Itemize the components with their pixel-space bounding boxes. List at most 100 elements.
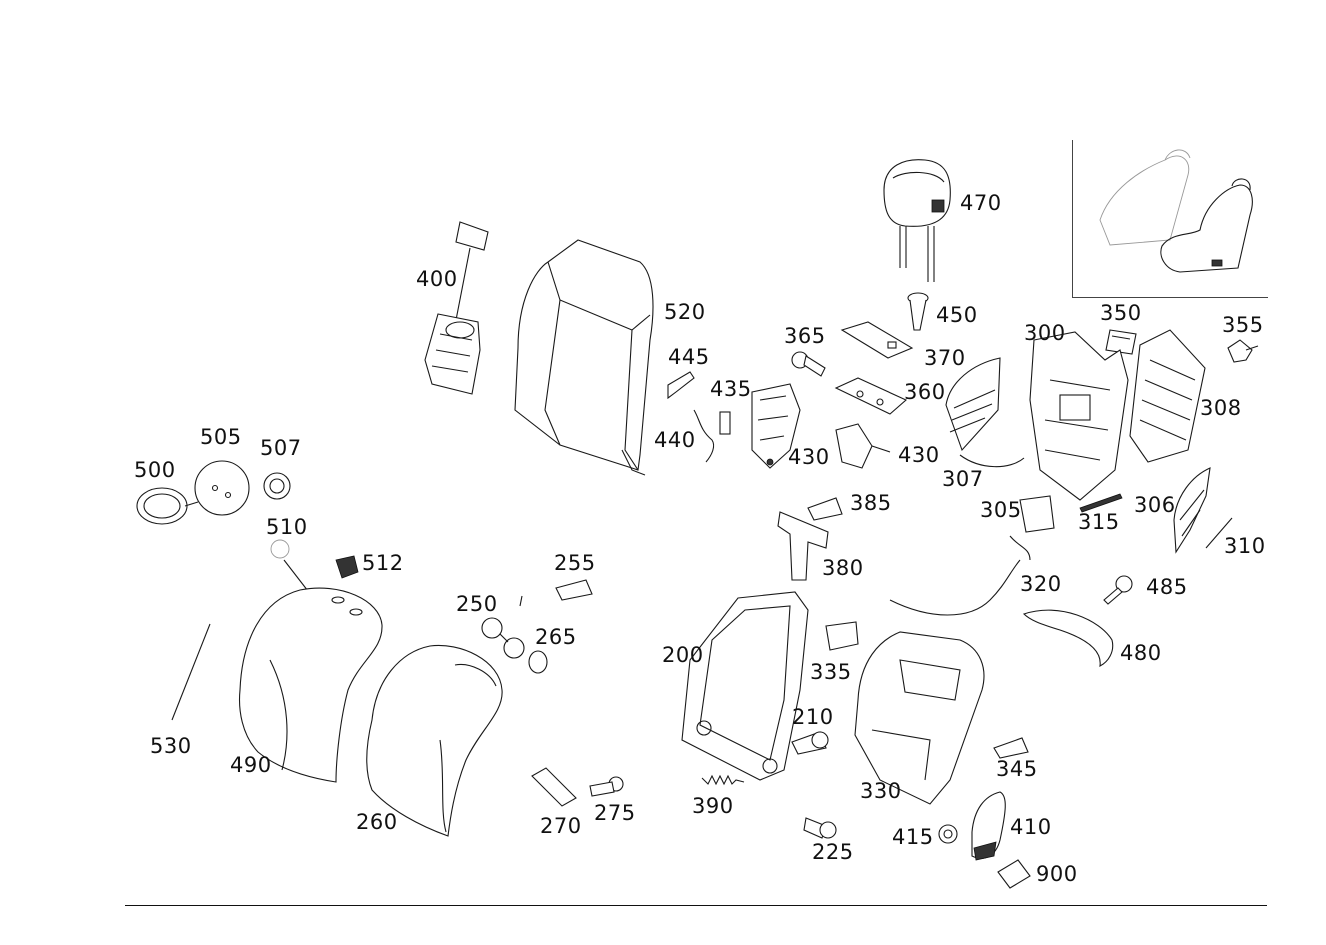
part-label[interactable]: 320 — [1020, 572, 1062, 596]
adjuster-bracket-part[interactable] — [835, 423, 891, 469]
part-label[interactable]: 350 — [1100, 301, 1142, 325]
side-cover-part[interactable] — [945, 357, 1025, 468]
part-label[interactable]: 310 — [1224, 534, 1266, 558]
seat-overview-thumbnail — [1099, 149, 1253, 273]
nut-part[interactable] — [938, 824, 958, 844]
backrest-cushion-part[interactable] — [366, 644, 503, 837]
screw-part[interactable] — [589, 776, 624, 797]
part-label[interactable]: 380 — [822, 556, 864, 580]
label-sticker-part[interactable] — [997, 859, 1031, 889]
part-label[interactable]: 520 — [664, 300, 706, 324]
part-label[interactable]: 490 — [230, 753, 272, 777]
backrest-shell-part[interactable] — [854, 631, 985, 805]
part-label[interactable]: 400 — [416, 267, 458, 291]
part-label[interactable]: 300 — [1024, 321, 1066, 345]
part-label[interactable]: 485 — [1146, 575, 1188, 599]
part-label[interactable]: 365 — [784, 324, 826, 348]
part-label[interactable]: 435 — [710, 377, 752, 401]
part-label[interactable]: 445 — [668, 345, 710, 369]
bolt-part[interactable] — [791, 731, 829, 755]
part-label[interactable]: 355 — [1222, 313, 1264, 337]
cable-part[interactable] — [693, 409, 731, 463]
headrest-part[interactable] — [883, 159, 951, 282]
part-label[interactable]: 210 — [792, 705, 834, 729]
part-label[interactable]: 505 — [200, 425, 242, 449]
part-label[interactable]: 270 — [540, 814, 582, 838]
part-label[interactable]: 255 — [554, 551, 596, 575]
part-label[interactable]: 370 — [924, 346, 966, 370]
bolt-part[interactable] — [791, 351, 826, 377]
lumbar-support-part[interactable] — [424, 221, 489, 395]
part-label[interactable]: 430 — [898, 443, 940, 467]
part-label[interactable]: 330 — [860, 779, 902, 803]
part-label[interactable]: 250 — [456, 592, 498, 616]
backrest-cover-part[interactable] — [514, 239, 654, 476]
part-label[interactable]: 385 — [850, 491, 892, 515]
part-label[interactable]: 275 — [594, 801, 636, 825]
part-label[interactable]: 225 — [812, 840, 854, 864]
cover-strip-part[interactable] — [531, 767, 577, 807]
drive-motor-part[interactable] — [481, 595, 525, 659]
wire-part[interactable] — [1205, 517, 1233, 549]
part-label[interactable]: 265 — [535, 625, 577, 649]
part-label[interactable]: 360 — [904, 380, 946, 404]
bracket-part[interactable] — [667, 371, 695, 400]
headrest-guide-part[interactable] — [907, 292, 929, 331]
part-label[interactable]: 200 — [662, 643, 704, 667]
ring-frame-part[interactable] — [136, 487, 199, 525]
screw-part[interactable] — [993, 737, 1029, 759]
part-label[interactable]: 507 — [260, 436, 302, 460]
control-module-part[interactable] — [1105, 329, 1137, 355]
gear-ring-part[interactable] — [263, 472, 291, 500]
part-label[interactable]: 307 — [942, 467, 984, 491]
rod-part[interactable] — [171, 623, 211, 721]
mounting-bracket-part[interactable] — [777, 511, 829, 581]
part-label[interactable]: 440 — [654, 428, 696, 452]
trim-strip-part[interactable] — [1079, 493, 1123, 513]
part-label[interactable]: 260 — [356, 810, 398, 834]
mounting-plate-part[interactable] — [834, 377, 908, 415]
part-label[interactable]: 315 — [1078, 510, 1120, 534]
screw-part[interactable] — [555, 579, 593, 601]
clip-bracket-part[interactable] — [825, 621, 859, 651]
part-label[interactable]: 335 — [810, 660, 852, 684]
motor-assembly-part[interactable] — [751, 383, 801, 469]
part-label[interactable]: 900 — [1036, 862, 1078, 886]
cover-plate-part[interactable] — [840, 321, 914, 359]
part-label[interactable]: 345 — [996, 757, 1038, 781]
part-label[interactable]: 415 — [892, 825, 934, 849]
part-label[interactable]: 410 — [1010, 815, 1052, 839]
seat-overview-frame — [1072, 140, 1268, 298]
part-label[interactable]: 390 — [692, 794, 734, 818]
part-label[interactable]: 500 — [134, 458, 176, 482]
part-label[interactable]: 470 — [960, 191, 1002, 215]
spring-part[interactable] — [701, 774, 745, 786]
screw-part[interactable] — [1103, 575, 1133, 605]
part-label[interactable]: 305 — [980, 498, 1022, 522]
backrest-rear-panel-part[interactable] — [1029, 331, 1129, 501]
knob-part[interactable] — [528, 650, 548, 674]
side-trim-cap-part[interactable] — [971, 791, 1006, 861]
cover-disc-part[interactable] — [194, 460, 250, 516]
part-label[interactable]: 450 — [936, 303, 978, 327]
clip-part[interactable] — [1227, 339, 1259, 363]
backrest-frame-part[interactable] — [681, 591, 809, 781]
bottom-divider — [125, 905, 1267, 906]
part-label[interactable]: 510 — [266, 515, 308, 539]
electronic-module-part[interactable] — [1009, 495, 1055, 561]
backrest-mesh-part[interactable] — [1129, 329, 1206, 463]
part-label[interactable]: 480 — [1120, 641, 1162, 665]
part-label[interactable]: 512 — [362, 551, 404, 575]
backrest-foam-part[interactable] — [239, 587, 383, 783]
part-label[interactable]: 430 — [788, 445, 830, 469]
bowden-cable-part[interactable] — [889, 559, 1021, 616]
part-label[interactable]: 530 — [150, 734, 192, 758]
part-label[interactable]: 306 — [1134, 493, 1176, 517]
trim-panel-part[interactable] — [1022, 609, 1114, 667]
bolt-part[interactable] — [803, 817, 837, 839]
connector-part[interactable] — [335, 555, 359, 579]
screw-part[interactable] — [807, 497, 843, 521]
part-label[interactable]: 308 — [1200, 396, 1242, 420]
side-panel-part[interactable] — [1173, 467, 1211, 554]
